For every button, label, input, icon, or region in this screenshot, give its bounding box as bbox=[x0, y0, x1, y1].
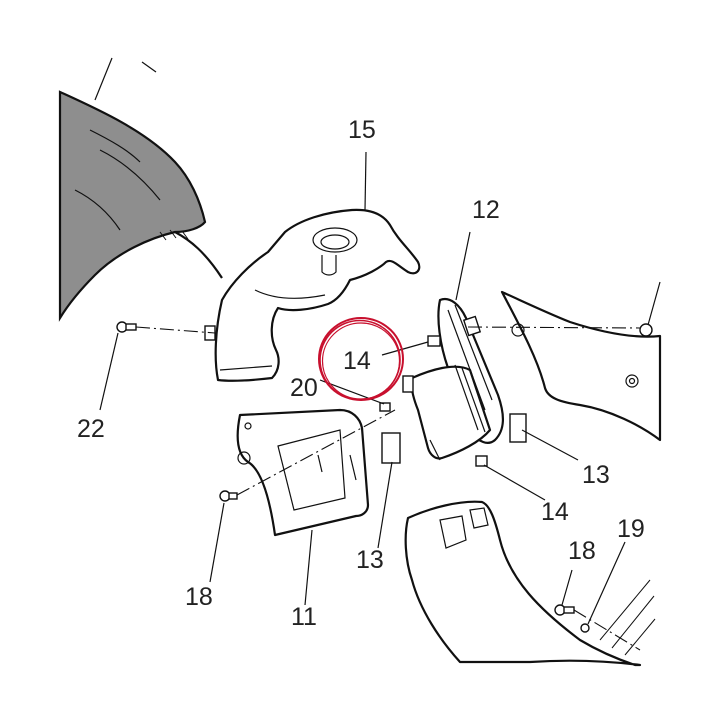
screw-22 bbox=[116, 321, 137, 333]
axis-line-18-right bbox=[573, 609, 641, 651]
label-19: 19 bbox=[617, 515, 645, 543]
leader-19 bbox=[587, 541, 626, 625]
part-11-plate bbox=[236, 408, 370, 537]
label-14-highlighted: 14 bbox=[343, 347, 371, 375]
screw-18-left bbox=[219, 490, 238, 502]
part-15-cover bbox=[204, 208, 421, 382]
screw-right-panel bbox=[639, 323, 653, 337]
part-14-pad-lower bbox=[475, 455, 488, 467]
label-13-right: 13 bbox=[582, 461, 610, 489]
label-14-lower: 14 bbox=[541, 498, 569, 526]
label-18-left: 18 bbox=[185, 583, 213, 611]
part-20-housing bbox=[379, 364, 492, 461]
leader-18-right bbox=[561, 569, 573, 606]
lower-cowl bbox=[404, 500, 656, 667]
label-15: 15 bbox=[348, 116, 376, 144]
label-20: 20 bbox=[290, 374, 318, 402]
right-side-panel bbox=[500, 290, 662, 442]
axis-line-18-left bbox=[236, 409, 396, 496]
screw-18-right bbox=[554, 604, 575, 616]
leader-13-left bbox=[377, 461, 393, 549]
axis-line-12 bbox=[467, 326, 641, 329]
leader-right-screw bbox=[647, 281, 661, 326]
label-12: 12 bbox=[472, 196, 500, 224]
leader-13-right bbox=[521, 429, 579, 461]
leader-18-left bbox=[209, 502, 225, 583]
label-13-left: 13 bbox=[356, 546, 384, 574]
washer-19 bbox=[580, 623, 590, 633]
label-22: 22 bbox=[77, 415, 105, 443]
part-13-block-left bbox=[381, 432, 401, 464]
leader-14-upper bbox=[381, 341, 429, 356]
leader-11 bbox=[304, 529, 313, 606]
label-11: 11 bbox=[291, 603, 317, 631]
axis-line-22 bbox=[135, 326, 216, 334]
fairing-shaded-panel bbox=[58, 57, 223, 322]
leader-14-lower bbox=[483, 464, 546, 501]
highlight-ring bbox=[318, 317, 404, 401]
label-18-right: 18 bbox=[568, 537, 596, 565]
leader-15 bbox=[364, 151, 367, 211]
part-13-block-right bbox=[509, 413, 527, 443]
leader-22 bbox=[99, 332, 119, 411]
part-14-pad-upper bbox=[427, 335, 441, 347]
